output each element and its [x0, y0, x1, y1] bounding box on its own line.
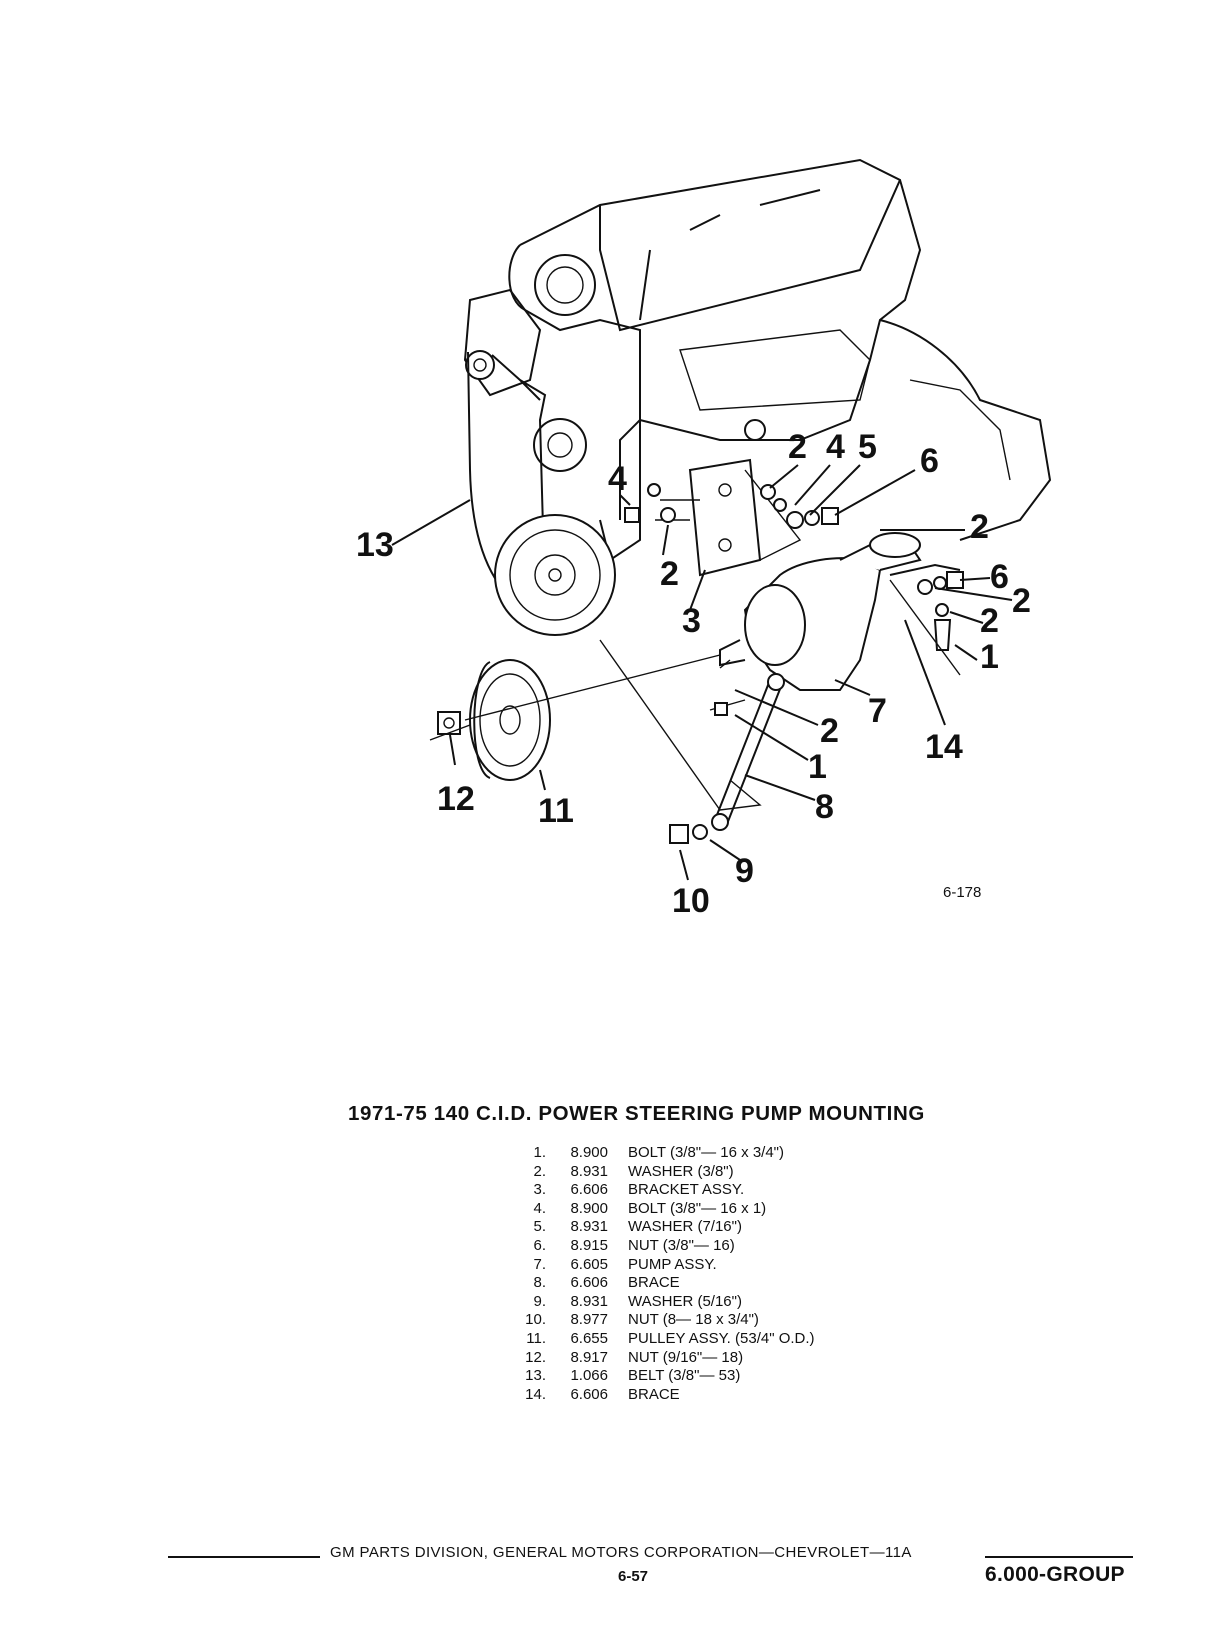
callout-10: 10 [672, 882, 710, 920]
pump-pulley-drawing [429, 654, 721, 781]
part-description: BELT (3/8"— 53) [628, 1367, 741, 1385]
footer-rule-right [985, 1556, 1133, 1558]
part-code: 6.606 [570, 1385, 608, 1403]
callout-8: 8 [815, 788, 834, 826]
callout-4a: 4 [608, 460, 627, 498]
leader-lines [391, 464, 1013, 881]
footer-publisher: GM PARTS DIVISION, GENERAL MOTORS CORPOR… [330, 1544, 912, 1561]
part-description: BOLT (3/8"— 16 x 3/4") [628, 1144, 784, 1161]
part-code: 8.900 [570, 1144, 608, 1161]
parts-row: 11. 6.655 PULLEY ASSY. (53/4" O.D.) [510, 1329, 815, 1349]
callout-2e: 2 [980, 602, 999, 640]
group-code: 6.000-GROUP [985, 1563, 1125, 1586]
part-number: 3. [533, 1181, 546, 1199]
part-number: 1. [533, 1144, 546, 1161]
part-number: 2. [533, 1162, 546, 1180]
callout-7: 7 [868, 692, 887, 730]
parts-row: 1. 8.900 BOLT (3/8"— 16 x 3/4") [510, 1144, 815, 1163]
part-description: PUMP ASSY. [628, 1255, 717, 1273]
part-description: BRACKET ASSY. [628, 1181, 745, 1199]
part-code: 8.900 [570, 1199, 608, 1217]
part-code: 6.606 [570, 1181, 608, 1199]
parts-row: 5. 8.931 WASHER (7/16") [510, 1218, 815, 1237]
part-number: 13. [525, 1367, 546, 1385]
part-number: 7. [533, 1255, 546, 1273]
part-code: 6.606 [570, 1274, 608, 1292]
part-code: 8.931 [570, 1218, 608, 1236]
parts-row: 2. 8.931 WASHER (3/8") [510, 1163, 815, 1182]
part-number: 5. [533, 1218, 546, 1236]
bracket-drawing [655, 458, 802, 577]
callout-2b: 2 [788, 428, 807, 466]
part-description: NUT (9/16"— 18) [628, 1348, 744, 1366]
part-number: 11. [526, 1329, 546, 1347]
crank-pulley-drawing [494, 514, 616, 636]
parts-row: 3. 6.606 BRACKET ASSY. [510, 1181, 815, 1200]
callout-2f: 2 [820, 712, 839, 750]
fasteners-drawing [624, 483, 964, 676]
part-code: 6.655 [570, 1329, 608, 1347]
part-number: 6. [533, 1236, 546, 1254]
callout-9: 9 [735, 852, 754, 890]
part-code: 1.066 [570, 1367, 608, 1385]
part-description: BRACE [628, 1274, 680, 1292]
footer-rule-left [168, 1556, 320, 1558]
part-description: BRACE [628, 1385, 680, 1403]
part-description: PULLEY ASSY. (53/4" O.D.) [628, 1329, 815, 1347]
part-description: WASHER (3/8") [628, 1162, 734, 1180]
callout-6a: 6 [920, 442, 939, 480]
part-description: WASHER (5/16") [628, 1292, 742, 1310]
part-number: 9. [533, 1292, 546, 1310]
page-title: 1971-75 140 C.I.D. POWER STEERING PUMP M… [348, 1102, 925, 1125]
part-code: 8.917 [570, 1348, 608, 1366]
parts-row: 9. 8.931 WASHER (5/16") [510, 1293, 815, 1312]
brace-drawing [599, 639, 785, 844]
callout-14: 14 [925, 728, 963, 766]
part-description: BOLT (3/8"— 16 x 1) [628, 1199, 767, 1217]
part-number: 8. [533, 1274, 546, 1292]
callout-13: 13 [356, 526, 394, 564]
exploded-view-diagram: 13 12 11 10 9 8 7 14 3 4 2 2 4 5 6 2 6 2… [356, 158, 1052, 920]
parts-row: 7. 6.605 PUMP ASSY. [510, 1256, 815, 1275]
figure-number: 6-178 [943, 884, 981, 901]
callout-5: 5 [858, 428, 877, 466]
part-code: 8.977 [570, 1311, 608, 1329]
callout-1b: 1 [808, 748, 827, 786]
part-code: 6.605 [570, 1255, 608, 1273]
parts-row: 4. 8.900 BOLT (3/8"— 16 x 1) [510, 1200, 815, 1219]
callout-3: 3 [682, 602, 701, 640]
part-number: 10. [525, 1311, 546, 1329]
parts-row: 8. 6.606 BRACE [510, 1274, 815, 1293]
parts-row: 14. 6.606 BRACE [510, 1386, 815, 1405]
parts-row: 13. 1.066 BELT (3/8"— 53) [510, 1367, 815, 1386]
callout-1a: 1 [980, 638, 999, 676]
pump-drawing [719, 532, 922, 691]
part-number: 4. [533, 1199, 546, 1217]
callout-2a: 2 [660, 555, 679, 593]
callout-4b: 4 [826, 428, 845, 466]
part-description: NUT (3/8"— 16) [628, 1236, 735, 1254]
part-code: 8.915 [570, 1236, 608, 1254]
parts-row: 6. 8.915 NUT (3/8"— 16) [510, 1237, 815, 1256]
part-description: NUT (8— 18 x 3/4") [628, 1311, 759, 1329]
part-number: 14. [525, 1385, 546, 1403]
page-number: 6-57 [618, 1568, 649, 1585]
callout-2d: 2 [1012, 582, 1031, 620]
parts-row: 12. 8.917 NUT (9/16"— 18) [510, 1349, 815, 1368]
part-description: WASHER (7/16") [628, 1218, 742, 1236]
callout-6b: 6 [990, 558, 1009, 596]
engine-block-drawing [508, 158, 1052, 562]
callout-11: 11 [538, 792, 574, 830]
part-code: 8.931 [570, 1292, 608, 1310]
alternator-drawing [463, 288, 587, 472]
part-code: 8.931 [570, 1162, 608, 1180]
callout-12: 12 [437, 780, 475, 818]
part-number: 12. [525, 1348, 546, 1366]
callout-2c: 2 [970, 508, 989, 546]
parts-row: 10. 8.977 NUT (8— 18 x 3/4") [510, 1311, 815, 1330]
